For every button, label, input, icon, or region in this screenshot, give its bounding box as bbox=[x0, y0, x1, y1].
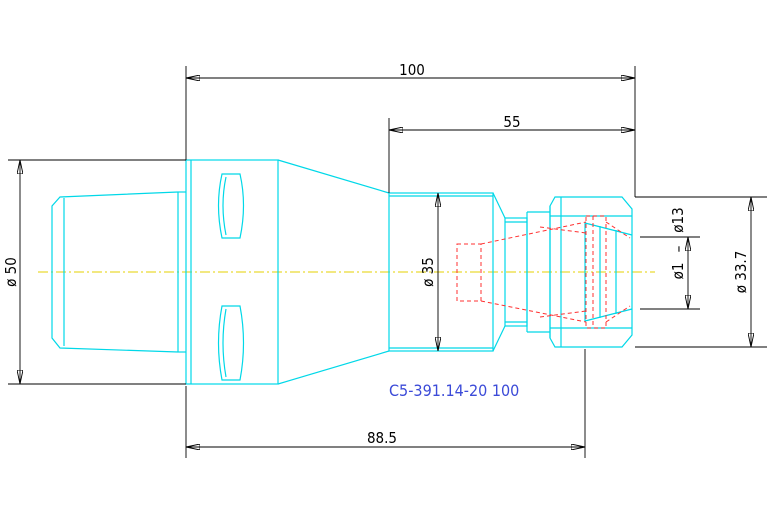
dimension-text-dia-1: ø1 bbox=[669, 263, 687, 280]
dimension-text-88-5: 88.5 bbox=[367, 429, 397, 447]
dimension-text-dia-13: ø13 bbox=[669, 207, 687, 232]
dimension-nose-length: 55 bbox=[388, 113, 635, 193]
hidden-collet-lines bbox=[456, 215, 631, 329]
dimension-nose-diameter: ø 35 bbox=[419, 193, 438, 351]
dimension-clamping-range: ø13 – ø1 bbox=[640, 207, 700, 310]
taper-shank bbox=[51, 191, 179, 353]
conical-body bbox=[277, 159, 390, 385]
dimension-text-55: 55 bbox=[503, 113, 520, 131]
part-designation: C5-391.14-20 100 bbox=[389, 381, 519, 400]
dimension-overall-length: 100 bbox=[185, 61, 636, 197]
gripper-flange bbox=[178, 159, 279, 385]
drive-slot-bottom bbox=[217, 305, 245, 381]
dimension-text-dia-50: ø 50 bbox=[2, 257, 20, 287]
holder-outline bbox=[51, 159, 633, 385]
dimension-flange-diameter: ø 50 bbox=[2, 159, 186, 385]
dimension-text-dia-33-7: ø 33.7 bbox=[732, 251, 750, 294]
dimension-text-100: 100 bbox=[399, 61, 425, 79]
dimension-body-length: 88.5 bbox=[185, 349, 586, 458]
drawing-sheet bbox=[0, 58, 767, 463]
drive-slot-top bbox=[217, 173, 245, 239]
cylindrical-nose bbox=[388, 192, 550, 352]
dimension-text-dia-35: ø 35 bbox=[419, 257, 437, 287]
dimension-nut-diameter: ø 33.7 bbox=[635, 196, 767, 348]
dimension-text-range-separator: – bbox=[669, 245, 687, 252]
